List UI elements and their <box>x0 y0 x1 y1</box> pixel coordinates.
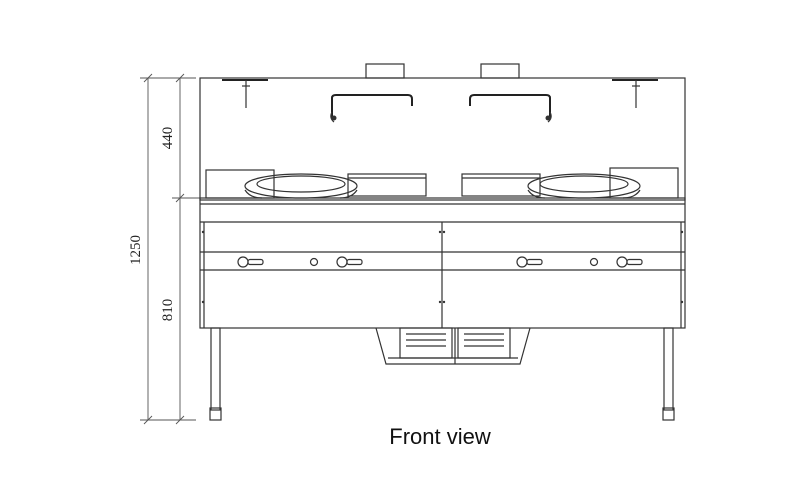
knob-right-2 <box>616 256 643 268</box>
knob-right-1 <box>516 256 543 268</box>
caption-front-view: Front view <box>389 424 491 449</box>
legs <box>209 327 675 421</box>
dim-lower-height: 810 <box>160 299 176 322</box>
dim-upper-height: 440 <box>160 127 176 150</box>
control-knobs <box>237 256 643 268</box>
knob-left-1 <box>237 256 264 268</box>
range-body <box>199 197 686 329</box>
water-faucet-left <box>330 94 413 123</box>
indicator-left <box>309 257 319 267</box>
knob-left-2 <box>336 256 363 268</box>
dimension-lines <box>140 73 200 425</box>
dim-total-height: 1250 <box>128 235 144 265</box>
indicator-right <box>589 257 599 267</box>
blower-housing <box>375 327 531 365</box>
back-panel <box>199 63 686 201</box>
cooktop <box>205 167 679 199</box>
water-faucet-right <box>469 94 552 123</box>
